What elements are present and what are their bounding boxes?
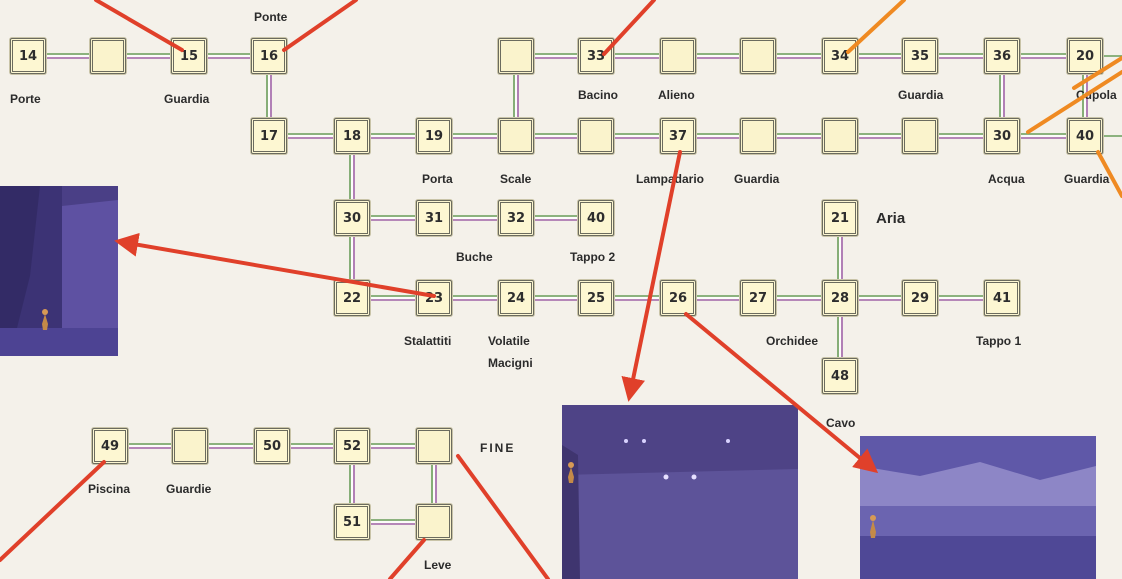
arrow-to-cupola bbox=[1074, 58, 1122, 88]
arrow-37-to-shot bbox=[630, 152, 680, 394]
arrow-to-bacino bbox=[604, 0, 654, 54]
arrow-to-16 bbox=[284, 0, 356, 50]
arrow-22-to-shot bbox=[122, 242, 434, 296]
arrow-52-out bbox=[458, 456, 548, 579]
arrow-to-30 bbox=[1028, 72, 1122, 132]
arrow-to-15 bbox=[96, 0, 182, 50]
arrow-51-out bbox=[390, 540, 424, 579]
arrow-48-out bbox=[0, 462, 104, 560]
arrow-to-empty bbox=[848, 0, 904, 52]
arrow-25-to-shot bbox=[686, 314, 872, 468]
arrow-from-42 bbox=[1098, 152, 1122, 196]
